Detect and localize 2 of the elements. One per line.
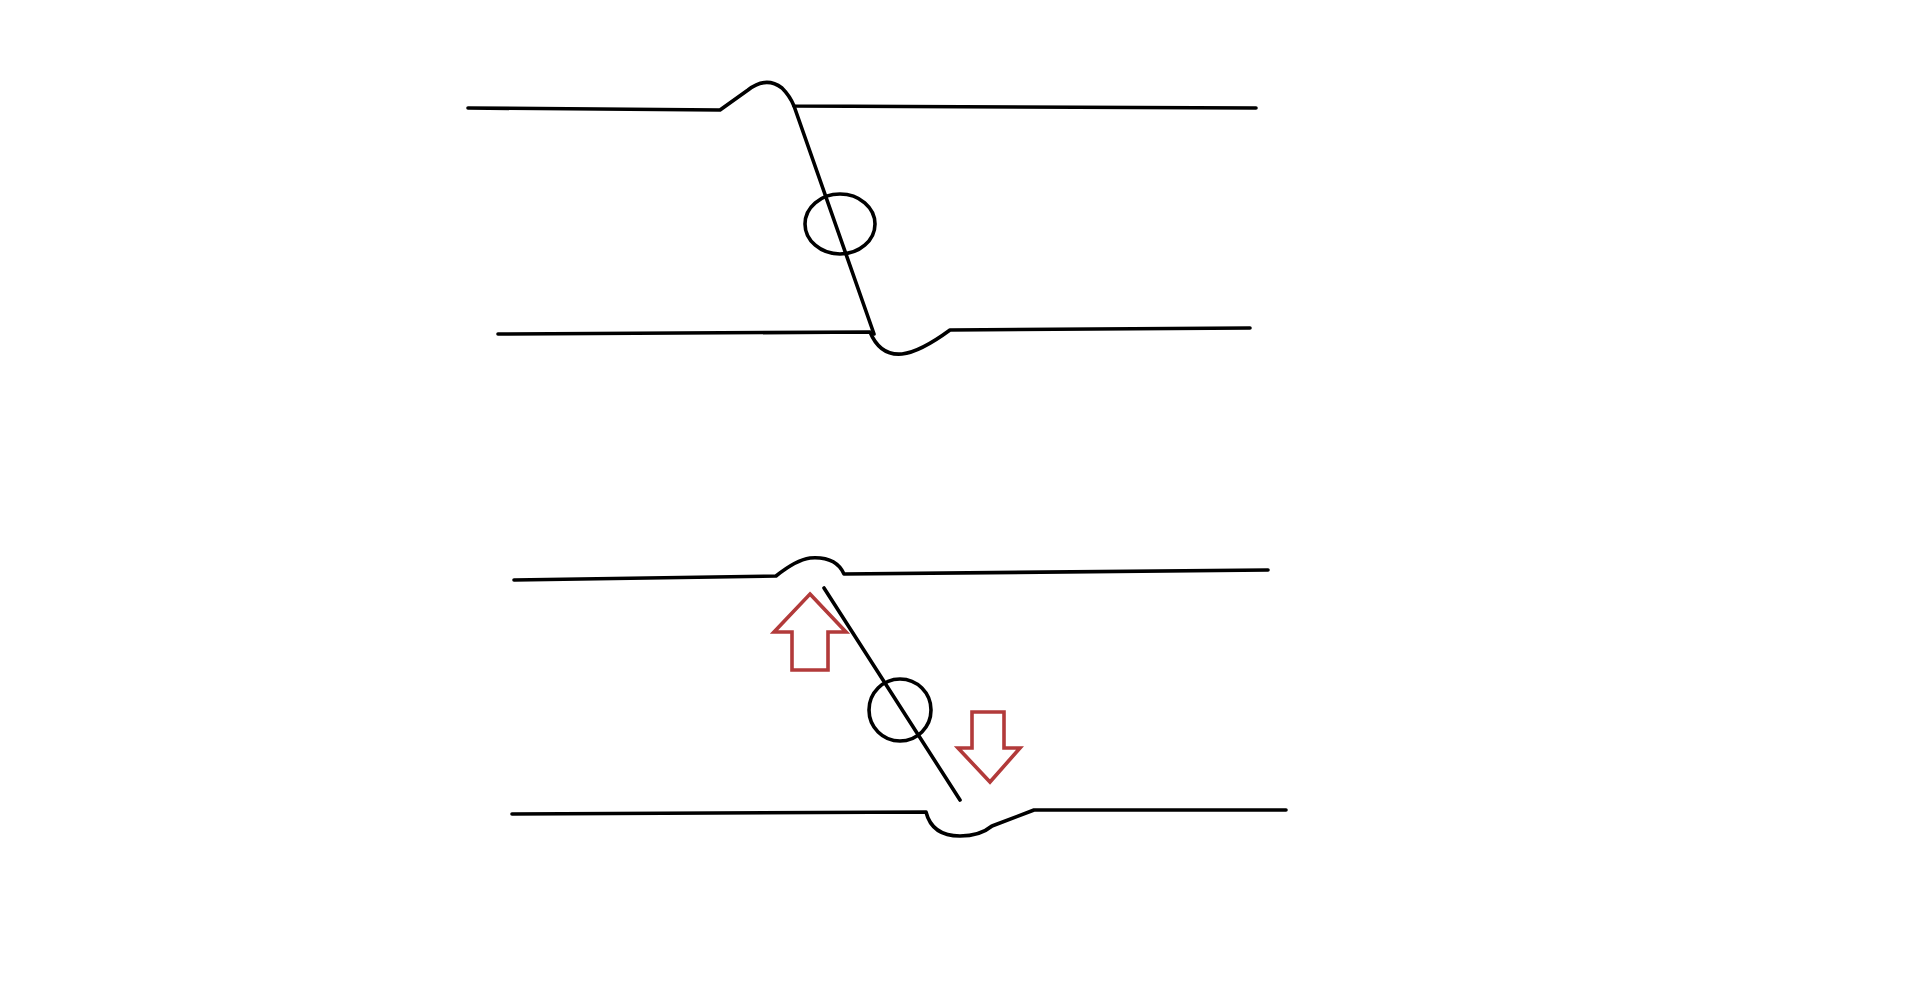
pivot-circle bbox=[803, 192, 877, 256]
pivot-circle bbox=[867, 677, 933, 743]
